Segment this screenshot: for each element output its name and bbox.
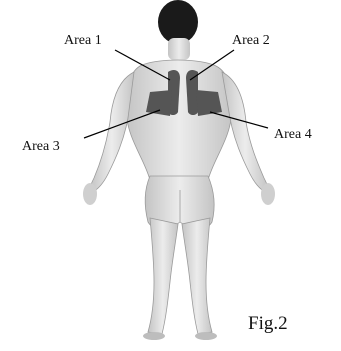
neck (168, 38, 190, 60)
area-3-label: Area 3 (22, 140, 60, 154)
right-leg (182, 218, 212, 334)
head (158, 0, 198, 44)
left-leg (148, 218, 178, 334)
area-1-label: Area 1 (64, 34, 102, 48)
left-hand (83, 183, 97, 205)
figure-caption: Fig.2 (248, 314, 288, 333)
area-2-label: Area 2 (232, 34, 270, 48)
right-foot (195, 332, 217, 340)
area-4-region (196, 90, 222, 116)
area-4-label: Area 4 (274, 128, 312, 142)
left-foot (143, 332, 165, 340)
area-3-region (146, 90, 172, 116)
left-arm (90, 72, 134, 192)
right-hand (261, 183, 275, 205)
right-arm (222, 72, 268, 192)
